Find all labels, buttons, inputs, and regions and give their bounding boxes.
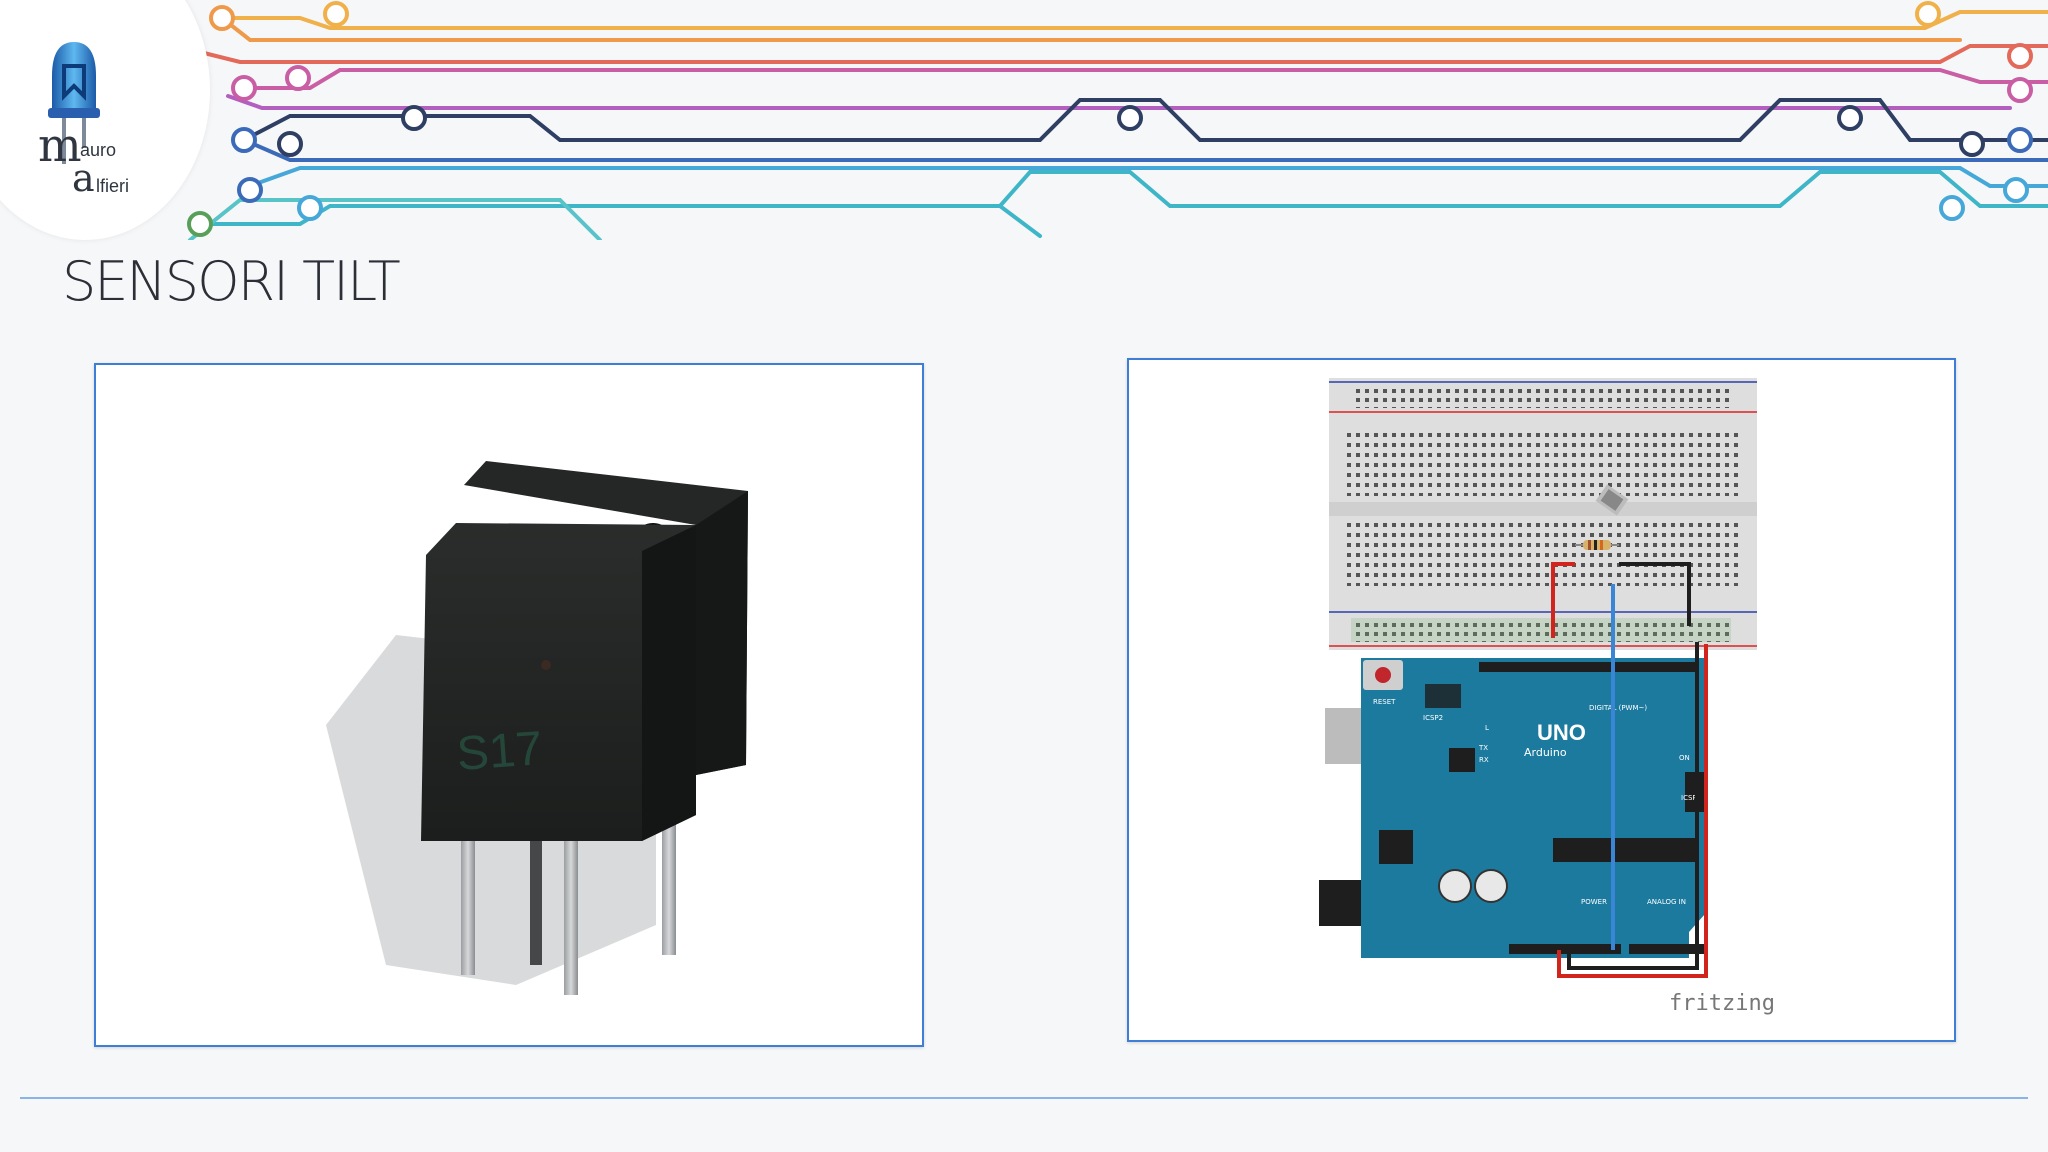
arduino-uno-logo: UNO bbox=[1537, 720, 1586, 745]
sensor-photo-frame: S17 bbox=[94, 363, 924, 1047]
led-icon bbox=[48, 42, 100, 164]
arduino-brand-text: Arduino bbox=[1524, 746, 1567, 759]
resistor-component bbox=[1575, 540, 1619, 550]
breadboard bbox=[1329, 378, 1757, 650]
icsp2-label: ICSP2 bbox=[1423, 714, 1443, 722]
logo-initial-m: m bbox=[38, 118, 82, 172]
slide-title: SENSORI TILT bbox=[62, 250, 401, 313]
bottom-divider bbox=[20, 1097, 2028, 1099]
tilt-sensor-photo: S17 bbox=[326, 461, 748, 995]
reset-label: RESET bbox=[1373, 698, 1396, 706]
tilt-sensor-component bbox=[1595, 484, 1629, 516]
l-led-label: L bbox=[1485, 724, 1489, 732]
rx-led-label: RX bbox=[1479, 756, 1489, 764]
logo: m auro a lfieri bbox=[36, 36, 156, 206]
arduino-breadboard-diagram: UNO Arduino RESET ICSP2 DIGITAL (PWM~) P… bbox=[1319, 378, 1775, 1016]
jumper-wires bbox=[1551, 562, 1708, 978]
on-led-label: ON bbox=[1679, 754, 1690, 762]
logo-word-line1: auro bbox=[80, 140, 117, 160]
logo-initial-a: a bbox=[72, 156, 95, 200]
sensor-marking: S17 bbox=[455, 722, 544, 781]
arduino-uno-board: UNO Arduino RESET ICSP2 DIGITAL (PWM~) P… bbox=[1319, 658, 1705, 958]
fritzing-watermark: fritzing bbox=[1669, 991, 1775, 1016]
analog-in-label: ANALOG IN bbox=[1647, 898, 1686, 906]
tx-led-label: TX bbox=[1478, 744, 1488, 752]
power-label: POWER bbox=[1581, 898, 1607, 906]
circuit-header-art bbox=[187, 1, 2048, 240]
logo-word-line2: lfieri bbox=[96, 176, 130, 196]
icsp-label: ICSP bbox=[1681, 794, 1697, 802]
digital-label: DIGITAL (PWM~) bbox=[1589, 704, 1647, 712]
fritzing-diagram-frame: UNO Arduino RESET ICSP2 DIGITAL (PWM~) P… bbox=[1127, 358, 1956, 1042]
